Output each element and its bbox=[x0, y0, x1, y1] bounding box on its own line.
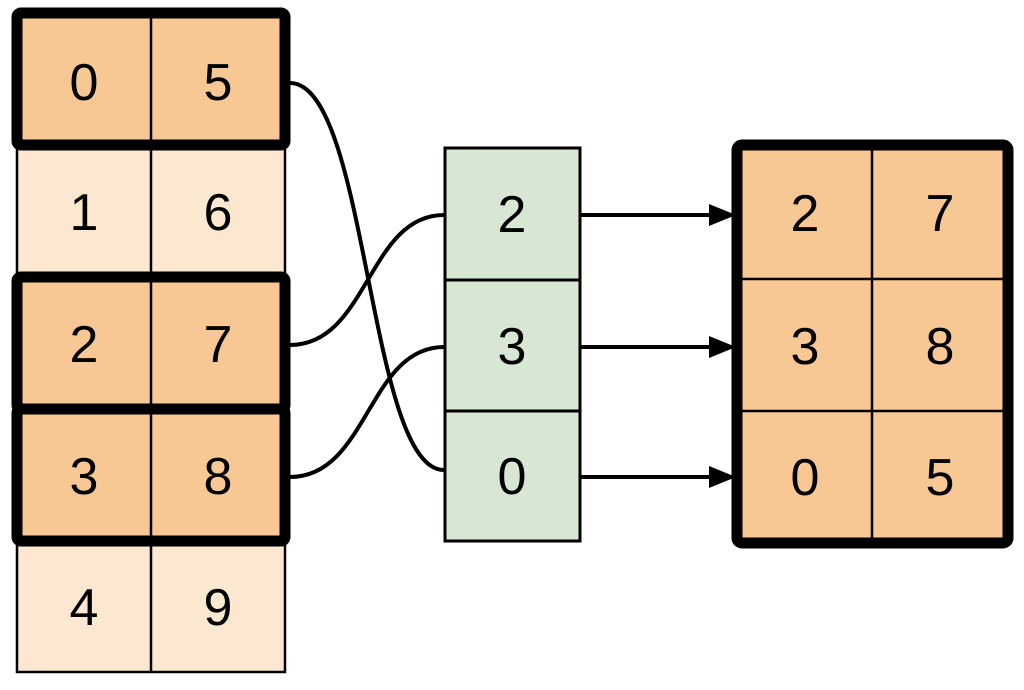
source-cell-r0c1: 5 bbox=[204, 54, 233, 112]
arrow-head-slot2 bbox=[709, 466, 736, 488]
arrow-head-slot0 bbox=[709, 204, 736, 226]
index-column-background bbox=[445, 148, 580, 541]
index-cell-0: 2 bbox=[498, 186, 527, 244]
arrow-head-slot1 bbox=[709, 336, 736, 358]
index-column-border bbox=[443, 146, 582, 543]
source-cell-r3c0: 3 bbox=[70, 448, 99, 506]
source-row-3-outline bbox=[11, 403, 291, 547]
result-cell-r1c1: 8 bbox=[926, 318, 955, 376]
index-column: 2 3 0 bbox=[443, 146, 582, 543]
source-cell-r0c0: 0 bbox=[70, 54, 99, 112]
result-cell-r0c1: 7 bbox=[926, 185, 955, 243]
result-cell-r2c0: 0 bbox=[791, 449, 820, 507]
source-cell-r2c0: 2 bbox=[70, 316, 99, 374]
source-to-index-connectors bbox=[289, 81, 445, 479]
result-cell-r0c0: 2 bbox=[791, 185, 820, 243]
source-cell-r4c0: 4 bbox=[70, 579, 99, 637]
source-cell-r3c1: 8 bbox=[204, 448, 233, 506]
index-cell-2: 0 bbox=[498, 448, 527, 506]
result-table: 2 7 3 8 0 5 bbox=[731, 139, 1014, 549]
source-cell-r4c1: 9 bbox=[204, 579, 233, 637]
result-table-outline bbox=[731, 139, 1014, 549]
result-cell-r2c1: 5 bbox=[926, 449, 955, 507]
connector-row3-to-index-slot1 bbox=[289, 345, 445, 479]
source-table: 0 5 1 6 2 7 3 8 4 9 bbox=[11, 7, 291, 674]
index-to-result-arrows bbox=[580, 204, 736, 488]
index-cell-1: 3 bbox=[498, 318, 527, 376]
source-cell-r1c1: 6 bbox=[204, 184, 233, 242]
result-cell-r1c0: 3 bbox=[791, 318, 820, 376]
source-row-0-outline bbox=[11, 7, 291, 151]
source-cell-r2c1: 7 bbox=[204, 316, 233, 374]
source-cell-r1c0: 1 bbox=[70, 184, 99, 242]
connector-row2-to-index-slot0 bbox=[289, 213, 445, 347]
